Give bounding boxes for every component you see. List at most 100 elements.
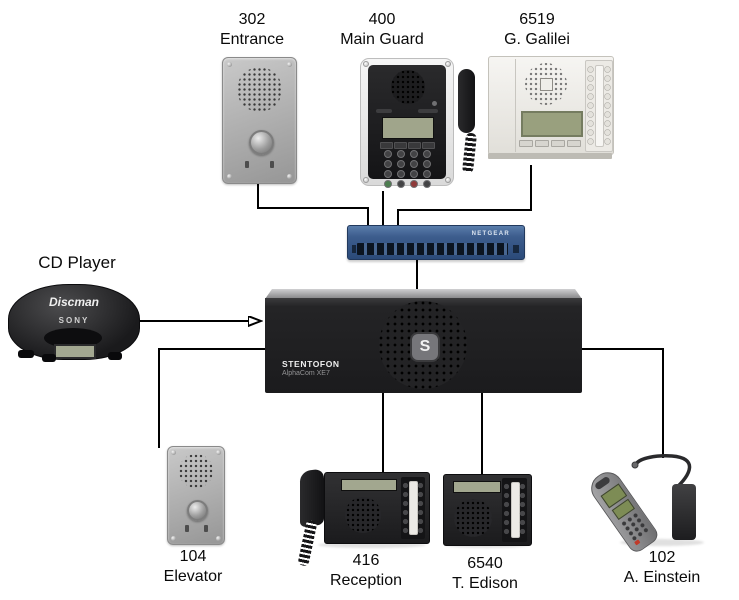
- unit-top-rim: [265, 289, 582, 299]
- panel-marking: [204, 525, 208, 532]
- screw-icon: [227, 62, 232, 67]
- led-icon: [432, 101, 437, 106]
- softkey: [519, 140, 533, 147]
- screw-icon: [445, 177, 451, 183]
- alphacom-exchange-unit: S STENTOFON AlphaCom XE7: [265, 289, 582, 393]
- reception-desk-phone: [297, 468, 430, 567]
- handset-icon: [458, 69, 475, 133]
- uplink-port: [352, 245, 356, 253]
- key-column: [518, 482, 527, 538]
- power-port: [513, 245, 519, 253]
- station-name: A. Einstein: [623, 569, 701, 586]
- station-number: 6519: [519, 11, 555, 28]
- softkey: [408, 142, 421, 149]
- function-key: [376, 109, 392, 113]
- softkey: [567, 140, 581, 147]
- key-column: [416, 481, 425, 535]
- keypad-panel: [502, 478, 527, 542]
- speaker-center: [540, 78, 553, 91]
- entrance-intercom-panel: [222, 57, 297, 184]
- station-name: Main Guard: [340, 31, 424, 48]
- stentofon-logo-icon: S: [410, 332, 440, 362]
- lcd-display: [453, 481, 501, 493]
- lcd-display: [382, 117, 434, 139]
- lcd-display: [341, 479, 397, 491]
- station-body: [488, 56, 614, 155]
- screw-icon: [171, 536, 176, 541]
- station-number: 104: [179, 548, 207, 565]
- cd-player: Discman SONY: [8, 284, 140, 366]
- discman-logo: Discman: [48, 295, 100, 309]
- panel-marking: [270, 161, 274, 168]
- screw-icon: [227, 174, 232, 179]
- lcd-display: [521, 111, 583, 137]
- screw-icon: [287, 62, 292, 67]
- wire-entrance-to-switch: [257, 180, 369, 240]
- station-base: [488, 153, 612, 159]
- station-name: Entrance: [219, 31, 285, 48]
- wire-alphacom-to-einstein: [581, 348, 664, 458]
- station-name: G. Galilei: [504, 31, 570, 48]
- screw-icon: [363, 61, 369, 67]
- shadow: [620, 539, 704, 546]
- speaker-grille-icon: [345, 497, 381, 533]
- cd-player-label: CD Player: [38, 253, 116, 272]
- netgear-logo: NETGEAR: [471, 231, 510, 237]
- panel-marking: [245, 161, 249, 168]
- phone-body: [324, 472, 430, 544]
- screw-icon: [216, 450, 221, 455]
- keypad-panel: [401, 477, 425, 539]
- speaker-grille-icon: [391, 70, 425, 104]
- screw-icon: [445, 61, 451, 67]
- station-number: 400: [368, 11, 396, 28]
- key-column: [401, 481, 410, 535]
- cd-lid: [44, 328, 102, 348]
- softkey: [551, 140, 565, 147]
- galilei-desk-station: [455, 53, 615, 175]
- station-number: 416: [352, 552, 380, 569]
- call-button-icon: [187, 500, 208, 521]
- cd-button: [42, 354, 56, 362]
- shadow: [318, 542, 426, 548]
- brand-block: STENTOFON AlphaCom XE7: [282, 359, 340, 377]
- volume-key: [418, 109, 438, 113]
- cd-button: [18, 350, 34, 358]
- station-name: Reception: [329, 572, 403, 589]
- station-body: [443, 474, 532, 546]
- station-name: Elevator: [163, 568, 223, 585]
- elevator-intercom-panel: [167, 446, 225, 545]
- earpiece: [593, 475, 612, 491]
- call-button-icon: [249, 130, 274, 155]
- edison-desk-station: [443, 474, 532, 548]
- station-label-elevator: 104 Elevator: [128, 547, 258, 587]
- station-number: 302: [238, 11, 266, 28]
- station-label-einstein: 102 A. Einstein: [597, 548, 727, 588]
- unit-front-panel: S STENTOFON AlphaCom XE7: [265, 298, 582, 393]
- softkey: [380, 142, 393, 149]
- station-label-reception: 416 Reception: [301, 551, 431, 591]
- panel-marking: [185, 525, 189, 532]
- key-column: [502, 482, 511, 538]
- speaker-grille-icon: [179, 454, 213, 488]
- handset-icon: [300, 468, 324, 528]
- station-faceplate: [368, 65, 446, 188]
- panel-seam: [515, 59, 516, 152]
- direct-dial-panel: [585, 60, 613, 152]
- station-label-edison: 6540 T. Edison: [420, 554, 550, 594]
- main-guard-station: [360, 58, 454, 188]
- cd-lcd-display: [54, 344, 96, 359]
- model-name: AlphaCom XE7: [282, 370, 330, 377]
- key-column: [603, 65, 612, 147]
- screw-icon: [363, 177, 369, 183]
- handset-cord: [461, 132, 478, 174]
- screw-icon: [216, 536, 221, 541]
- screw-icon: [171, 450, 176, 455]
- wire-alphacom-to-elevator: [158, 348, 266, 448]
- gooseneck-mic-icon: [631, 454, 692, 492]
- speaker-grille-icon: [454, 499, 492, 537]
- station-number: 102: [648, 549, 676, 566]
- cd-button: [108, 352, 122, 360]
- brand-name: STENTOFON: [282, 359, 340, 369]
